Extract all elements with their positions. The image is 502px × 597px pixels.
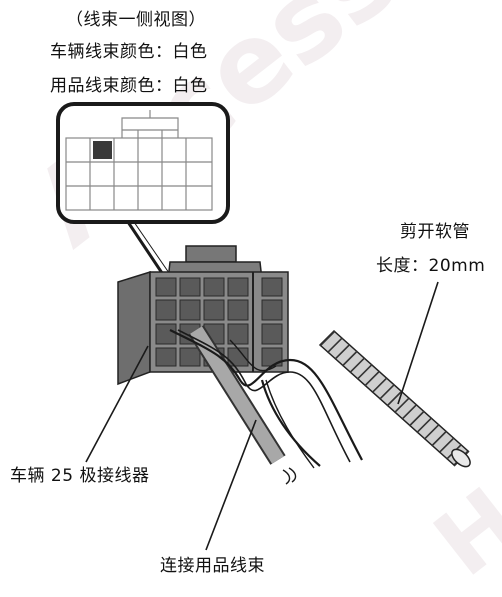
- tube-ribs: [319, 330, 470, 467]
- connector-inset-view: [56, 102, 230, 224]
- leader-accessory-harness: [205, 419, 257, 551]
- tube-rib: [408, 410, 425, 427]
- tube-rib: [334, 343, 351, 360]
- vehicle-connector-body: [117, 245, 289, 386]
- tube-rib: [341, 350, 358, 367]
- accessory-harness-wires: [169, 325, 363, 485]
- tube-rib: [326, 337, 344, 354]
- tube-rib: [371, 377, 388, 394]
- accessory-harness-label: 连接用品线束: [160, 556, 265, 576]
- connector-cavities: [155, 277, 283, 367]
- inset-cavity-grid: [65, 110, 213, 211]
- tube-rib: [349, 357, 366, 374]
- highlighted-terminal: [93, 141, 112, 159]
- view-title: （线束一侧视图）: [66, 10, 206, 30]
- leader-lines: [85, 281, 439, 551]
- tube-rib: [416, 417, 433, 434]
- tube-rib: [401, 403, 418, 420]
- tube-rib: [431, 430, 448, 447]
- leader-cut-tube: [397, 281, 439, 405]
- cut-tube-label: 剪开软管: [400, 222, 470, 242]
- corrugated-tube: [318, 329, 471, 468]
- tube-rib: [393, 397, 411, 414]
- accessory-harness-color-label: 用品线束颜色：白色: [50, 76, 208, 96]
- vehicle-connector-label: 车辆 25 极接线器: [10, 466, 150, 486]
- leader-vehicle-connector: [85, 345, 149, 463]
- tube-rib: [386, 390, 403, 407]
- tube-rib: [438, 437, 455, 454]
- tube-rib: [378, 383, 396, 400]
- tube-rib: [423, 423, 440, 440]
- tube-rib: [356, 363, 373, 380]
- inset-frame: [56, 102, 230, 224]
- tube-length-label: 长度：20mm: [376, 256, 486, 276]
- tube-rib: [364, 370, 381, 387]
- tube-rib: [319, 330, 336, 347]
- vehicle-harness-color-label: 车辆线束颜色：白色: [50, 42, 208, 62]
